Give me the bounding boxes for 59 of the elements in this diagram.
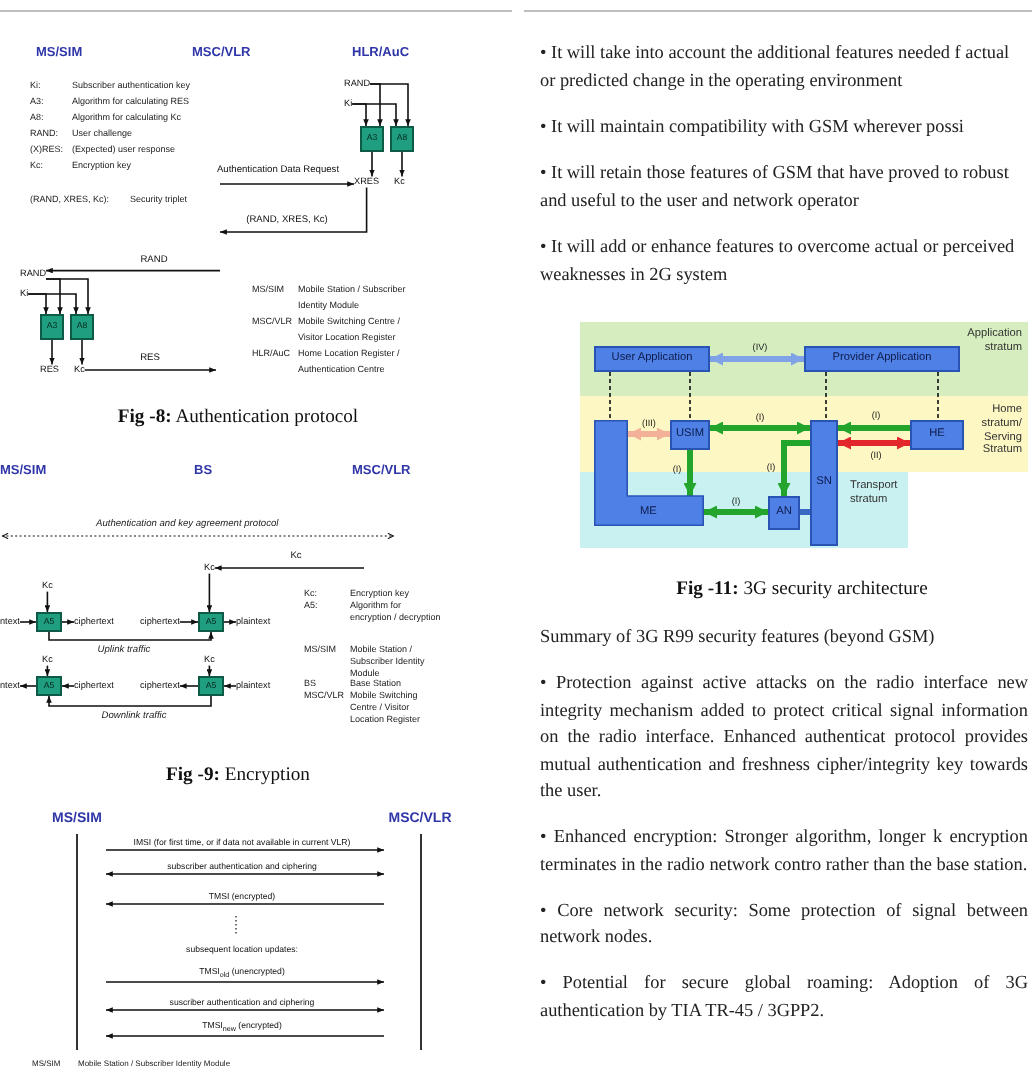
arrow <box>19 619 37 625</box>
arrow <box>777 440 810 496</box>
bullet-paragraph: • Core network security: Some protection of signal between network nodes. <box>540 897 1028 951</box>
double-arrow <box>105 1007 385 1013</box>
arrow <box>214 565 365 571</box>
dashed-line <box>689 371 691 421</box>
arrow <box>61 619 75 625</box>
double-arrow <box>628 427 670 441</box>
arrow <box>399 151 405 178</box>
arrow <box>44 590 51 613</box>
connector-line <box>800 509 810 515</box>
section-heading: Summary of 3G R99 security features (beyond GSM) <box>540 624 937 650</box>
arrow <box>19 683 37 689</box>
bullet-paragraph: • Protection against active attacks on the radio interface new integrity mechanism added to protect critical signal information on the radio interface. Enhanced authenticat protocol provides mutual authentication and freshness cipher/integrity key towards the user. <box>540 670 1028 805</box>
arrow <box>27 293 79 315</box>
arrow <box>223 619 237 625</box>
arrow <box>369 151 375 178</box>
arrow <box>179 619 199 625</box>
double-arrow <box>105 871 385 877</box>
arrow <box>219 186 368 235</box>
arrow <box>46 695 212 707</box>
dashed-line <box>937 371 939 421</box>
arrow <box>48 631 214 641</box>
figure-caption: Fig -8: Authentication protocol <box>117 406 359 430</box>
arrow <box>45 267 221 274</box>
arrow <box>179 683 199 689</box>
bullet-paragraph: • Potential for secure global roaming: Adoption of 3G authentication by TIA TR-45 / 3GPP2. <box>540 970 1028 1024</box>
arrow <box>79 339 85 366</box>
bullet-paragraph: • It will maintain compatibility with GSM wherever possi <box>540 114 966 141</box>
bullet-paragraph: • It will retain those features of GSM that have proved to robust and useful to the user and network operator <box>540 160 1011 215</box>
arrow <box>838 421 910 435</box>
dashed-line <box>609 371 611 421</box>
arrow <box>223 683 237 689</box>
stratum-band <box>580 322 1028 396</box>
arrow <box>49 339 55 366</box>
figure-caption: Fig -9: Encryption <box>166 764 310 788</box>
arrow <box>105 979 385 985</box>
arrow <box>683 450 697 496</box>
arrow <box>219 181 355 187</box>
arrow <box>206 664 213 677</box>
arrow <box>105 847 385 853</box>
bullet-paragraph: • It will add or enhance features to overcome actual or perceived weaknesses in 2G system <box>540 234 1017 289</box>
arrow <box>369 83 411 127</box>
bullet-paragraph: • Enhanced encryption: Stronger algorithm, longer k encryption terminates in the radio network contro rather than the base station. <box>540 824 1028 878</box>
arrow <box>84 367 217 373</box>
arrow <box>351 103 399 127</box>
double-arrow <box>710 352 804 366</box>
bullet-paragraph: • It will take into account the additional features needed f actual or predicted change in the operating environment <box>540 40 1012 94</box>
arrow <box>105 1033 385 1039</box>
arrow <box>206 572 213 613</box>
arrow <box>44 664 51 677</box>
arrow <box>61 683 75 689</box>
figure-caption: Fig -11: 3G security architecture <box>676 578 928 602</box>
double-arrow <box>838 436 910 450</box>
dashed-line <box>825 371 827 421</box>
double-arrow <box>710 421 810 435</box>
double-arrow <box>704 505 768 519</box>
arrow <box>45 278 91 315</box>
arrow <box>105 901 385 907</box>
